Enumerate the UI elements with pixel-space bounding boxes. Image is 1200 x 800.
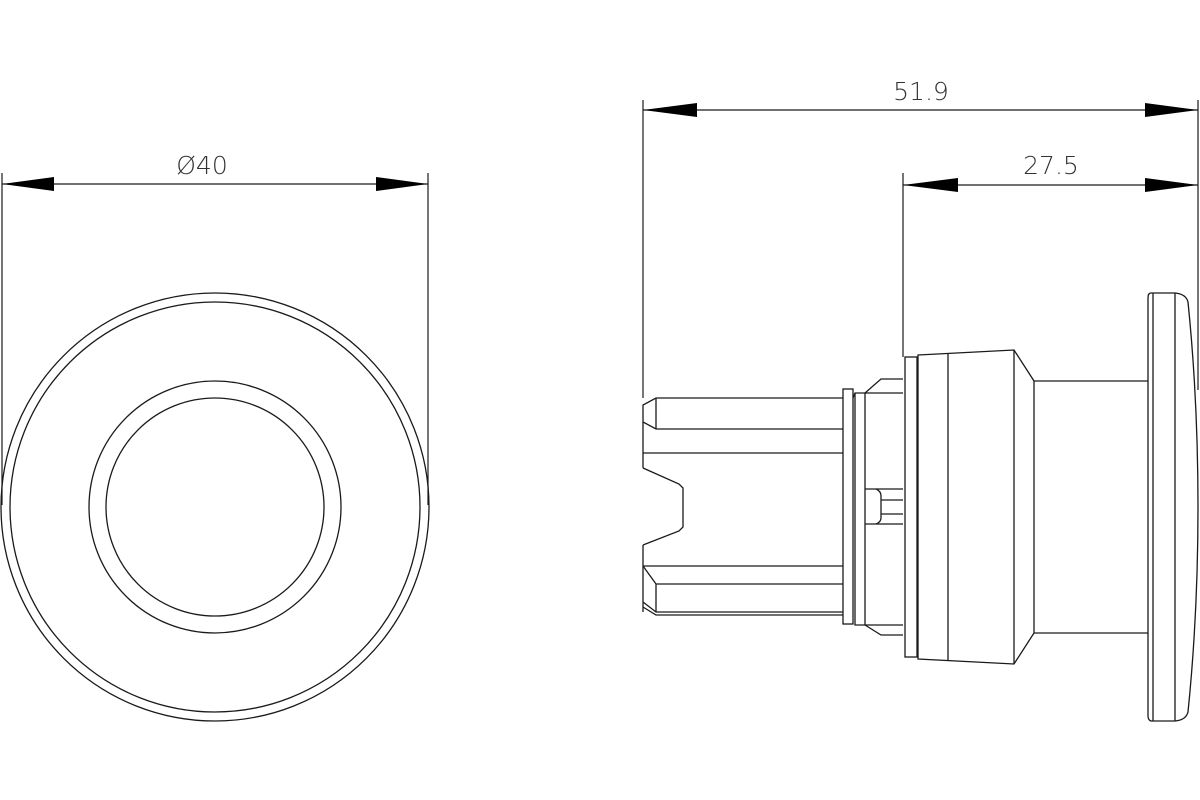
- bezel: [917, 349, 1035, 665]
- dimension-front-length: 27.5: [902, 151, 1198, 357]
- dimension-overall-length: 51.9: [642, 77, 1199, 398]
- side-view: [642, 292, 1199, 722]
- arrowhead-right-icon: [1145, 178, 1198, 192]
- dimension-label-front: 27.5: [1023, 151, 1079, 180]
- mushroom-cap: [1147, 292, 1199, 722]
- front-view: [0, 292, 430, 722]
- cap-outer-edge: [0, 292, 430, 722]
- mounting-nut: [852, 378, 903, 636]
- arrowhead-left-icon: [2, 177, 54, 191]
- dimension-diameter: Ø40: [1, 151, 429, 505]
- arrowhead-right-icon: [376, 177, 428, 191]
- cap-inner-edge: [9, 301, 421, 713]
- arrowhead-left-icon: [903, 178, 958, 192]
- arrowhead-left-icon: [643, 103, 697, 117]
- dimension-label-diameter: Ø40: [176, 151, 228, 180]
- center-ring-outer: [88, 380, 342, 634]
- dimension-label-overall: 51.9: [893, 77, 949, 106]
- center-ring-inner: [105, 397, 325, 617]
- rear-body: [642, 397, 843, 616]
- arrowhead-right-icon: [1145, 103, 1198, 117]
- collar-flange: [842, 388, 854, 625]
- stem: [1034, 380, 1148, 634]
- sealing-washer: [904, 356, 918, 658]
